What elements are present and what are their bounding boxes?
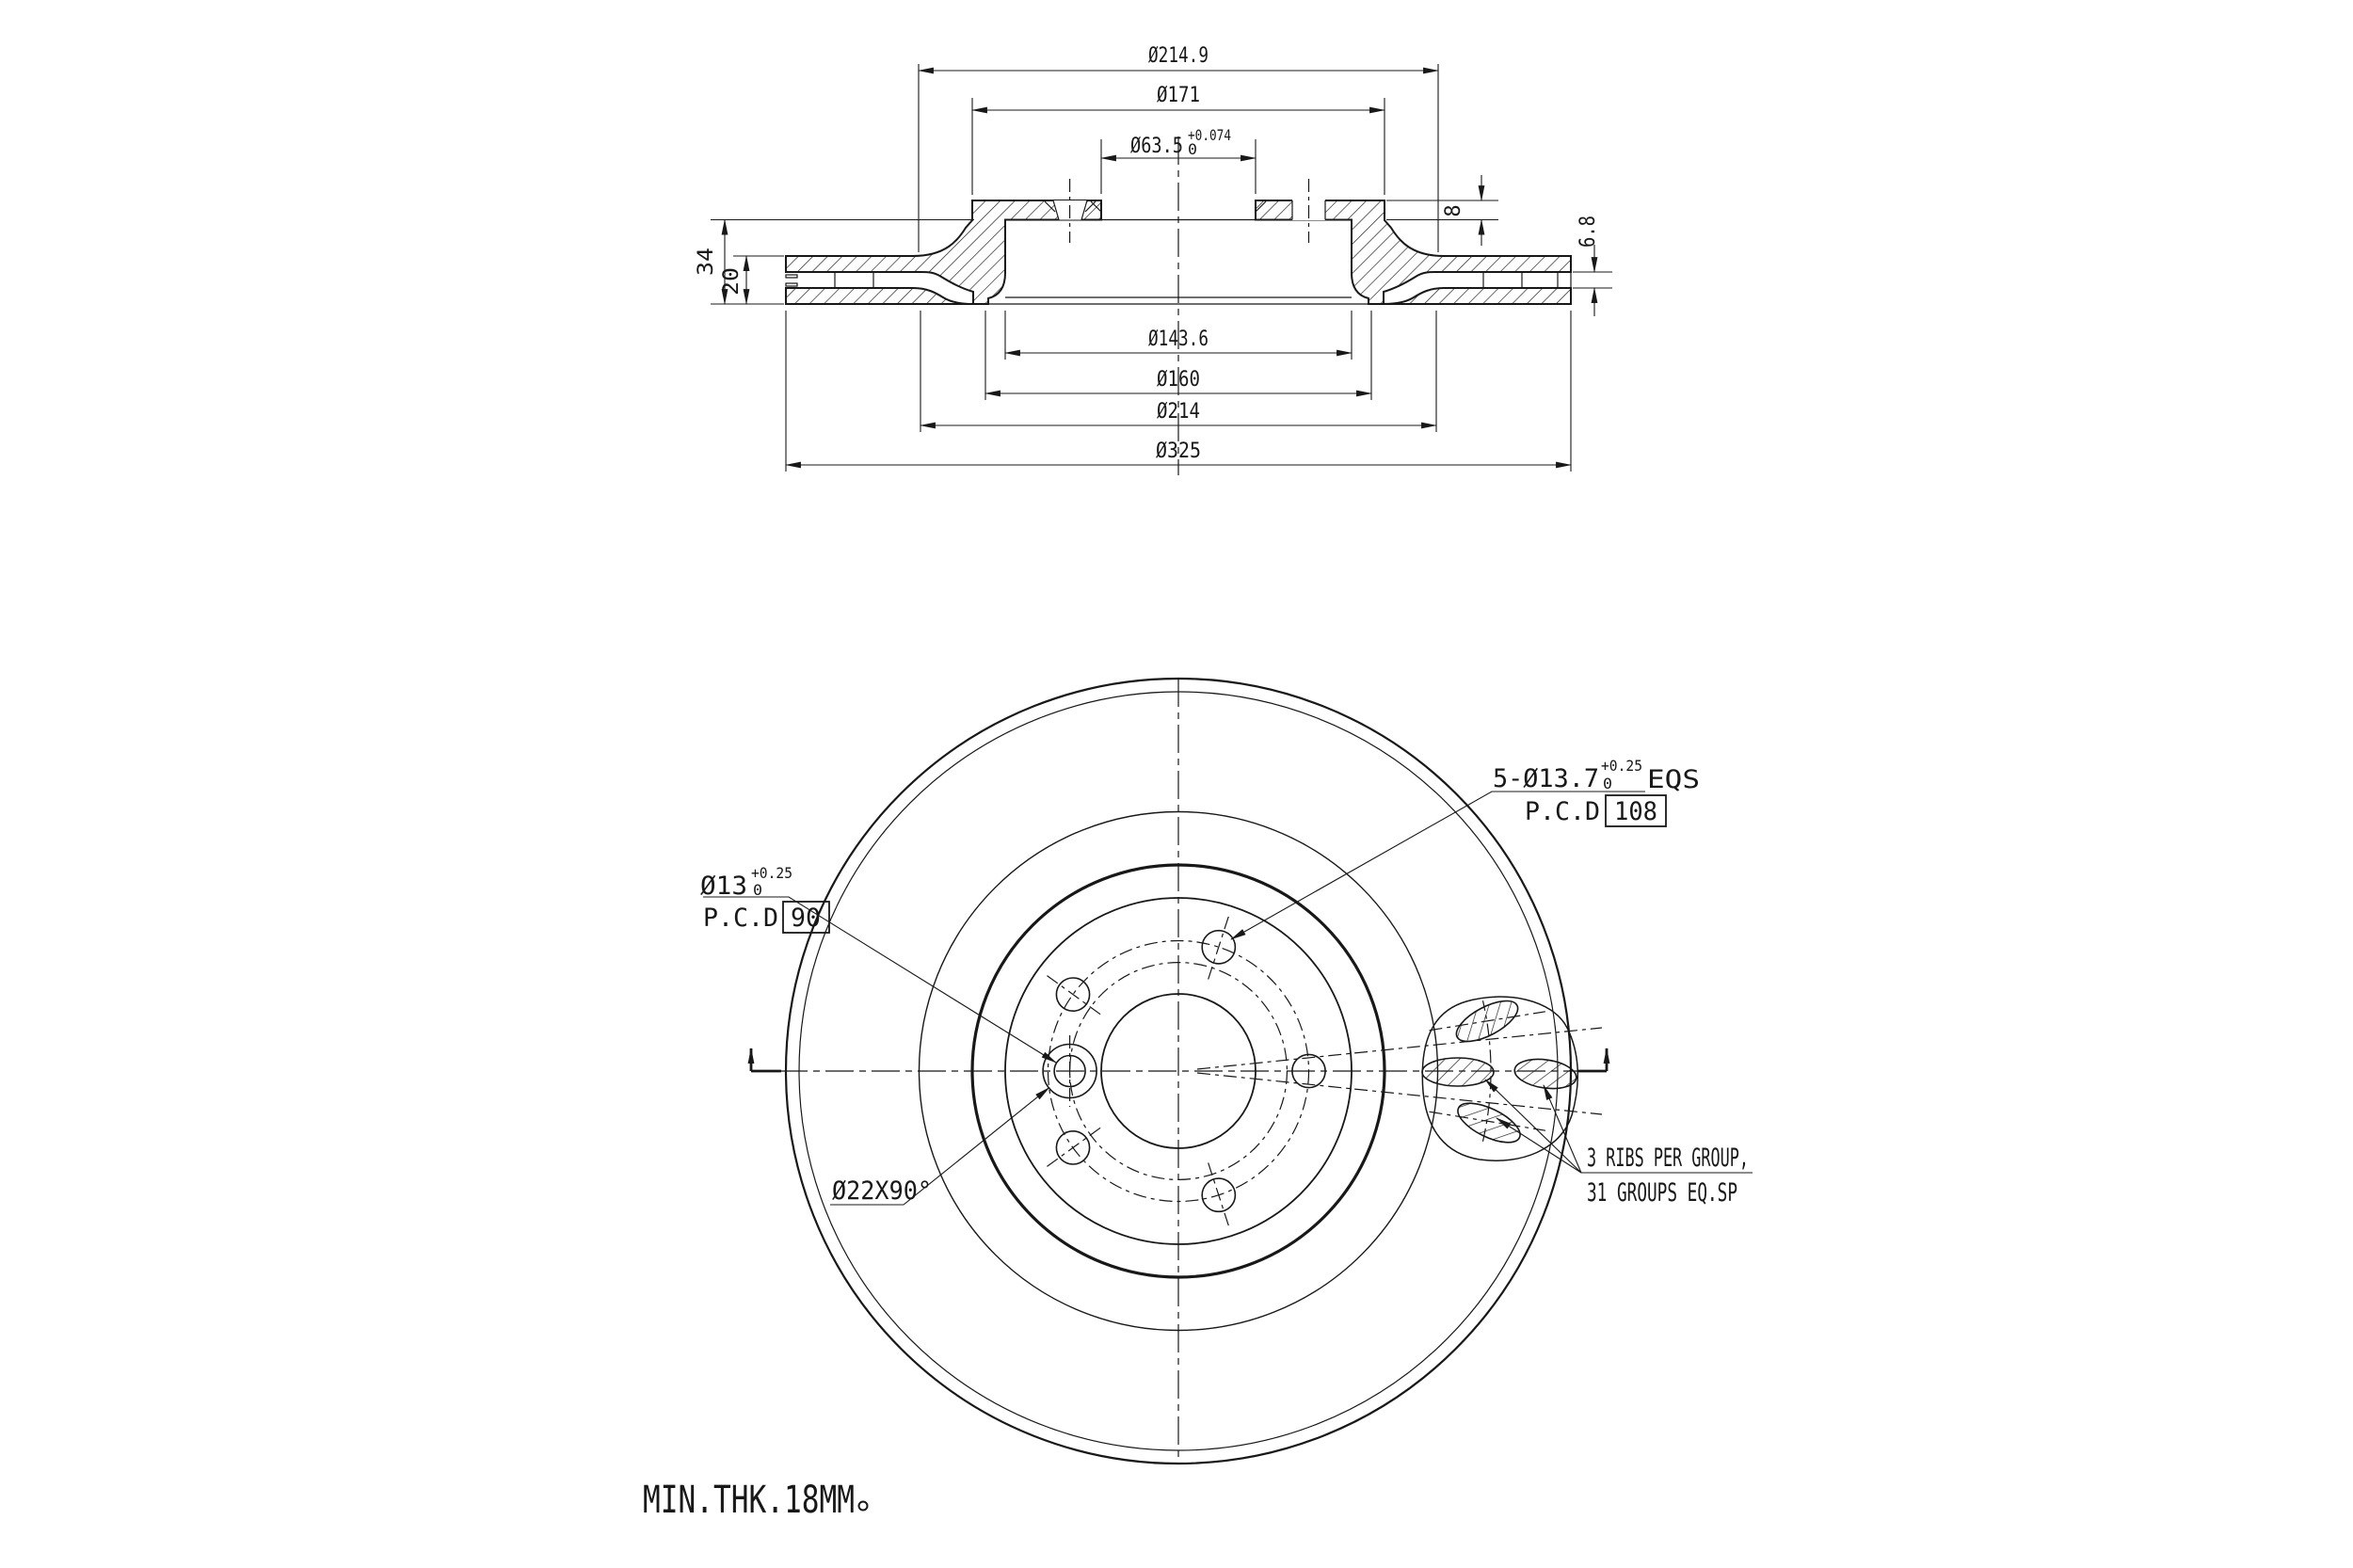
rib-section (1421, 1057, 1495, 1087)
vent-rib-sections (785, 271, 1572, 289)
dim-dia-160: Ø160 (984, 311, 1373, 400)
rib-group-ray-upper (1196, 1027, 1603, 1070)
rib-section (1457, 1102, 1521, 1144)
dim-dia-214: Ø214 (919, 311, 1438, 432)
dim-label-dia-214-9: Ø214.9 (1148, 44, 1209, 68)
rib-note-line2: 31 GROUPS EQ.SP (1587, 1178, 1737, 1208)
dim-dia-325: Ø325 (784, 311, 1573, 472)
bolt-hole-tol-lower: 0 (1603, 775, 1612, 792)
dim-hat-thickness-8: 8 (1386, 175, 1498, 246)
bolt-hole (1201, 1177, 1237, 1213)
rib-cutaway-detail (1421, 996, 1579, 1161)
pilot-pcd-value-box (782, 901, 830, 934)
dim-label-20: 20 (720, 267, 744, 296)
callout-pilot-hole: Ø13 +0.25 0 P.C.D 90 (700, 864, 1057, 1064)
section-bottom-plate-right (1383, 287, 1572, 305)
min-thickness-note-text: MIN.THK.18MM (643, 1479, 855, 1522)
dim-label-bore-tol-upper: +0.074 (1188, 126, 1231, 144)
bolt-holes-pcd108 (1045, 914, 1326, 1228)
section-view: Ø214.9 Ø171 Ø63.5 +0.074 0 Ø143.6 (695, 44, 1612, 475)
bolt-hole-callout-label: 5-Ø13.7 (1493, 764, 1599, 793)
dim-label-dia-171: Ø171 (1157, 84, 1200, 107)
bolt-pcd-value-box (1605, 794, 1667, 827)
front-view: 5-Ø13.7 +0.25 0 EQS P.C.D 108 Ø13 +0.25 … (700, 677, 1753, 1465)
callout-countersink: Ø22X90° (830, 1086, 1050, 1206)
bolt-hole (1055, 1130, 1091, 1165)
dim-dia-214-9: Ø214.9 (917, 44, 1440, 252)
section-bottom-plate-left (785, 287, 974, 305)
dim-height-34: 34 (695, 218, 974, 306)
dim-dia-63-5: Ø63.5 +0.074 0 (1099, 126, 1257, 194)
section-material-upper-right (1255, 200, 1572, 305)
countersink-callout-label: Ø22X90° (832, 1176, 932, 1206)
period-circle-glyph (857, 1500, 869, 1512)
pilot-hole-tol-upper: +0.25 (751, 864, 792, 882)
countersunk-pilot-hole (1042, 1035, 1097, 1107)
rib-section (1513, 1058, 1577, 1090)
bolt-hole-suffix: EQS (1647, 765, 1700, 794)
section-plane-mark-right (1577, 1047, 1610, 1073)
dim-label-34: 34 (695, 248, 718, 276)
dim-label-dia-214: Ø214 (1157, 400, 1200, 424)
hat-face-holes (1044, 200, 1341, 220)
min-thickness-note: MIN.THK.18MM (643, 1479, 869, 1522)
bolt-hole (1201, 929, 1237, 965)
bolt-hole-tol-upper: +0.25 (1601, 757, 1642, 775)
bolt-hole (1055, 977, 1091, 1013)
dim-label-bore-tol-lower: 0 (1188, 140, 1197, 158)
section-material-upper-left (785, 200, 1102, 305)
dim-label-6-8: 6.8 (1577, 216, 1600, 248)
dim-label-dia-325: Ø325 (1156, 440, 1201, 463)
bolt-hole (1291, 1053, 1326, 1089)
cutaway-outline (1421, 996, 1579, 1161)
dim-label-dia-160: Ø160 (1157, 368, 1200, 392)
section-centerlines (1068, 136, 1310, 475)
dim-thickness-20: 20 (720, 254, 784, 306)
pilot-pcd-label: P.C.D (703, 904, 778, 933)
pilot-pcd-value: 90 (791, 904, 821, 933)
dim-label-8: 8 (1442, 204, 1465, 216)
bolt-pcd-label: P.C.D (1525, 797, 1600, 826)
rib-group-ray-lower (1196, 1072, 1603, 1115)
callout-rib-note: 3 RIBS PER GROUP, 31 GROUPS EQ.SP (1484, 1079, 1753, 1208)
dim-label-dia-143-6: Ø143.6 (1148, 328, 1209, 351)
callout-bolt-holes: 5-Ø13.7 +0.25 0 EQS P.C.D 108 (1230, 757, 1700, 940)
bolt-pcd-value: 108 (1614, 797, 1657, 826)
dim-dia-143-6: Ø143.6 (1003, 311, 1353, 360)
section-plane-mark-left (747, 1047, 781, 1073)
pilot-hole-tol-lower: 0 (753, 881, 762, 899)
rib-note-line1: 3 RIBS PER GROUP, (1587, 1144, 1749, 1173)
dim-label-dia-63-5: Ø63.5 (1130, 135, 1183, 158)
pilot-hole-callout-label: Ø13 (700, 872, 747, 901)
dim-dia-171: Ø171 (970, 84, 1386, 195)
dim-vent-gap-6-8: 6.8 (1573, 216, 1612, 316)
